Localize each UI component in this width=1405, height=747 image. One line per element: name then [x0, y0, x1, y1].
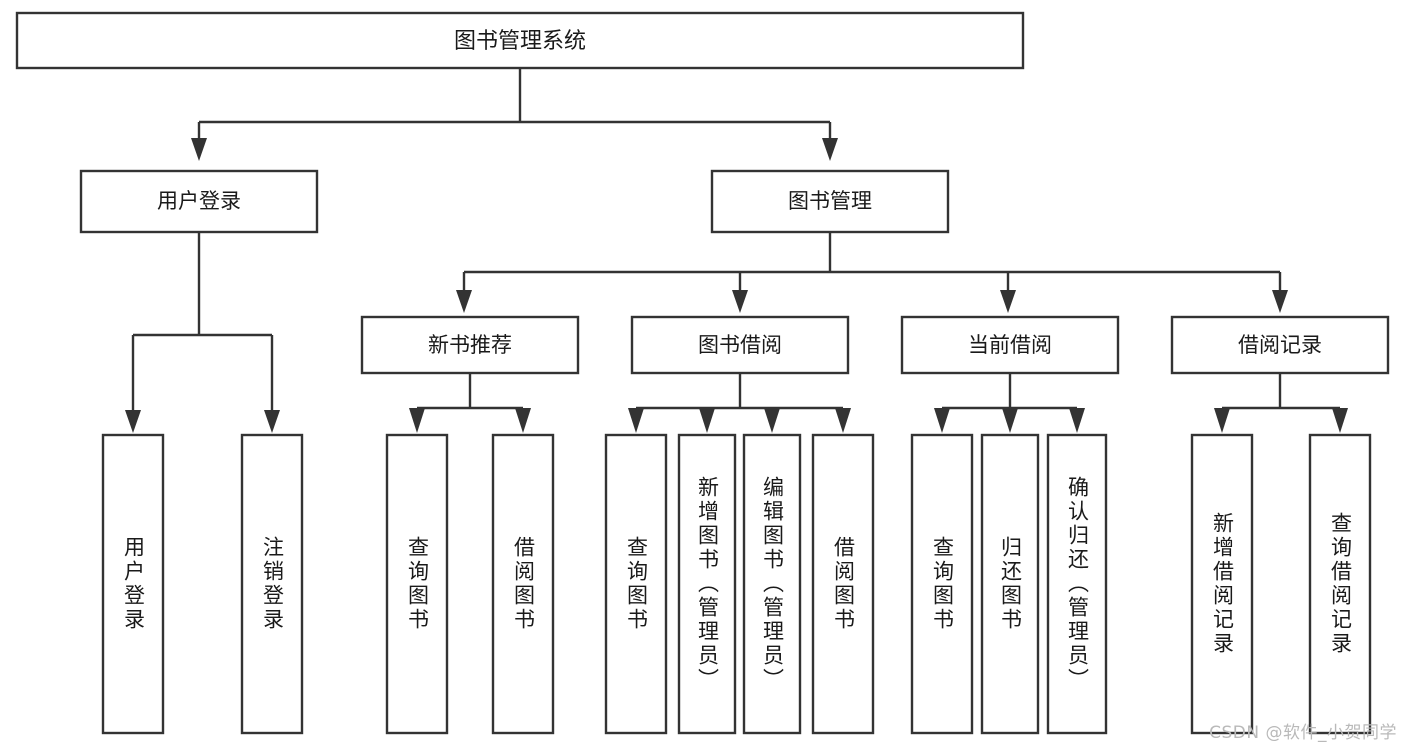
- leaf-box-borrow-book-2[interactable]: [811, 433, 875, 735]
- leaf-box-user-login[interactable]: [101, 433, 165, 735]
- node-book-borrow[interactable]: 图书借阅: [630, 315, 850, 375]
- node-borrow-record-label: 借阅记录: [1238, 333, 1322, 357]
- node-new-book-recommend-label: 新书推荐: [428, 333, 512, 357]
- node-current-borrow[interactable]: 当前借阅: [900, 315, 1120, 375]
- node-book-borrow-label: 图书借阅: [698, 333, 782, 357]
- csdn-watermark: CSDN @软件_小贺同学: [1209, 723, 1397, 743]
- arrowhead-newbook: [456, 290, 472, 313]
- arrowhead-leaf-borrow-book-2: [835, 408, 851, 433]
- node-user-login[interactable]: 用户登录: [79, 169, 319, 234]
- node-book-manage-box: [710, 169, 950, 234]
- node-book-borrow-box: [630, 315, 850, 375]
- node-user-login-label: 用户登录: [157, 189, 241, 213]
- node-current-borrow-label: 当前借阅: [968, 333, 1052, 357]
- node-root-label: 图书管理系统: [454, 29, 586, 54]
- arrowhead-bookmanage: [822, 138, 838, 161]
- leaf-box-borrow-book-1[interactable]: [491, 433, 555, 735]
- leaf-box-query-book-3[interactable]: [910, 433, 974, 735]
- node-new-book-recommend-box: [360, 315, 580, 375]
- arrowhead-leaf-confirm-return: [1069, 408, 1085, 433]
- leaf-box-confirm-return[interactable]: [1046, 433, 1108, 735]
- arrowhead-leaf-return-book: [1002, 408, 1018, 433]
- node-book-manage[interactable]: 图书管理: [710, 169, 950, 234]
- arrowhead-bookborrow: [732, 290, 748, 313]
- arrowhead-leaf-query-book-1: [409, 408, 425, 433]
- arrowhead-leaf-query-record: [1332, 408, 1348, 433]
- leaf-box-query-book-2[interactable]: [604, 433, 668, 735]
- arrowhead-borrowrecord: [1272, 290, 1288, 313]
- leaf-box-query-record[interactable]: [1308, 433, 1372, 735]
- arrowhead-leaf-logout: [264, 410, 280, 433]
- node-borrow-record[interactable]: 借阅记录: [1170, 315, 1390, 375]
- leaf-box-query-book-1[interactable]: [385, 433, 449, 735]
- node-root[interactable]: 图书管理系统: [15, 11, 1025, 70]
- node-book-manage-label: 图书管理: [788, 189, 872, 213]
- leaf-box-logout[interactable]: [240, 433, 304, 735]
- leaf-box-add-book[interactable]: [677, 433, 737, 735]
- leaf-box-edit-book[interactable]: [742, 433, 802, 735]
- arrowhead-leaf-borrow-book-1: [515, 408, 531, 433]
- node-new-book-recommend[interactable]: 新书推荐: [360, 315, 580, 375]
- arrowhead-leaf-user-login: [125, 410, 141, 433]
- node-current-borrow-box: [900, 315, 1120, 375]
- arrowhead-leaf-add-record: [1214, 408, 1230, 433]
- arrowhead-currentborrow: [1000, 290, 1016, 313]
- leaf-box-add-record[interactable]: [1190, 433, 1254, 735]
- leaf-box-return-book[interactable]: [980, 433, 1040, 735]
- node-root-box: [15, 11, 1025, 70]
- arrowhead-leaf-query-book-2: [628, 408, 644, 433]
- arrowhead-leaf-query-book-3: [934, 408, 950, 433]
- arrowhead-leaf-add-book: [699, 408, 715, 433]
- node-borrow-record-box: [1170, 315, 1390, 375]
- arrowhead-userlogin: [191, 138, 207, 161]
- arrowhead-leaf-edit-book: [764, 408, 780, 433]
